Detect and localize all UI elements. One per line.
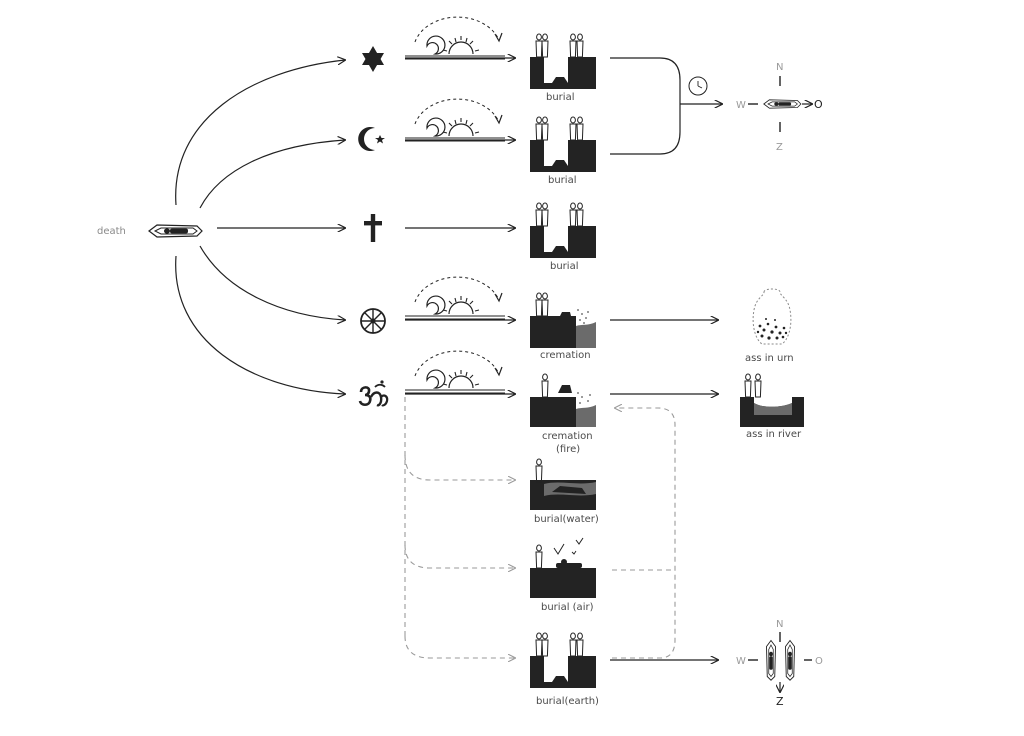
compass-bottom-e: O [815, 656, 823, 667]
buddhism-result-label: cremation [540, 350, 591, 361]
sun-moon-cycle-icon [404, 276, 506, 320]
crescent-star-icon [358, 127, 385, 151]
compass-bottom-w: W [736, 656, 746, 667]
burial-pictogram [530, 33, 596, 89]
dashed-branch-water [404, 454, 515, 480]
compass-top-n: N [776, 62, 783, 73]
arrow-death-islam [199, 140, 345, 209]
compass-bottom-s: Z [776, 695, 784, 708]
dashed-return-path [612, 408, 676, 659]
islam-result-label: burial [548, 175, 576, 186]
urn-icon [752, 288, 792, 345]
river-label: ass in river [746, 429, 802, 440]
burial-pictogram [530, 116, 596, 172]
air-label: burial (air) [541, 602, 594, 613]
arrow-death-buddhism [199, 245, 345, 320]
arrow-death-judaism [175, 60, 345, 206]
cross-icon [364, 214, 382, 242]
compass-top: N W O Z [736, 62, 823, 153]
judaism-result-label: burial [546, 92, 574, 103]
hinduism-result-label: cremation [542, 431, 593, 442]
death-label: death [97, 226, 126, 237]
water-burial-pictogram [530, 458, 596, 510]
compass-top-s: Z [776, 142, 783, 153]
compass-top-e: O [814, 98, 823, 111]
compass-bottom-n: N [776, 619, 783, 630]
arrow-death-hinduism [175, 255, 345, 394]
coffin-icon [148, 224, 203, 238]
clock-icon [688, 76, 708, 96]
sun-moon-cycle-icon [404, 16, 506, 60]
cremation-pictogram [530, 292, 596, 348]
christianity-result-label: burial [550, 261, 578, 272]
water-label: burial(water) [534, 514, 599, 525]
star-of-david-icon [362, 46, 384, 72]
dashed-branch-air [404, 544, 515, 568]
earth-label: burial(earth) [536, 696, 599, 707]
cremation-pictogram [530, 373, 596, 427]
om-icon [358, 380, 389, 407]
dharma-wheel-icon [360, 308, 386, 334]
hinduism-result-note: (fire) [556, 444, 580, 455]
river-pictogram [740, 373, 804, 427]
compass-top-w: W [736, 100, 746, 111]
sun-moon-cycle-icon [404, 350, 506, 394]
sun-moon-cycle-icon [404, 98, 506, 142]
merge-bracket [610, 57, 681, 155]
earth-burial-pictogram [530, 632, 596, 688]
compass-bottom: N W O Z [736, 619, 823, 708]
air-burial-pictogram [530, 537, 596, 598]
burial-pictogram [530, 202, 596, 258]
urn-label: ass in urn [745, 353, 794, 364]
dashed-branch-earth [404, 635, 515, 658]
